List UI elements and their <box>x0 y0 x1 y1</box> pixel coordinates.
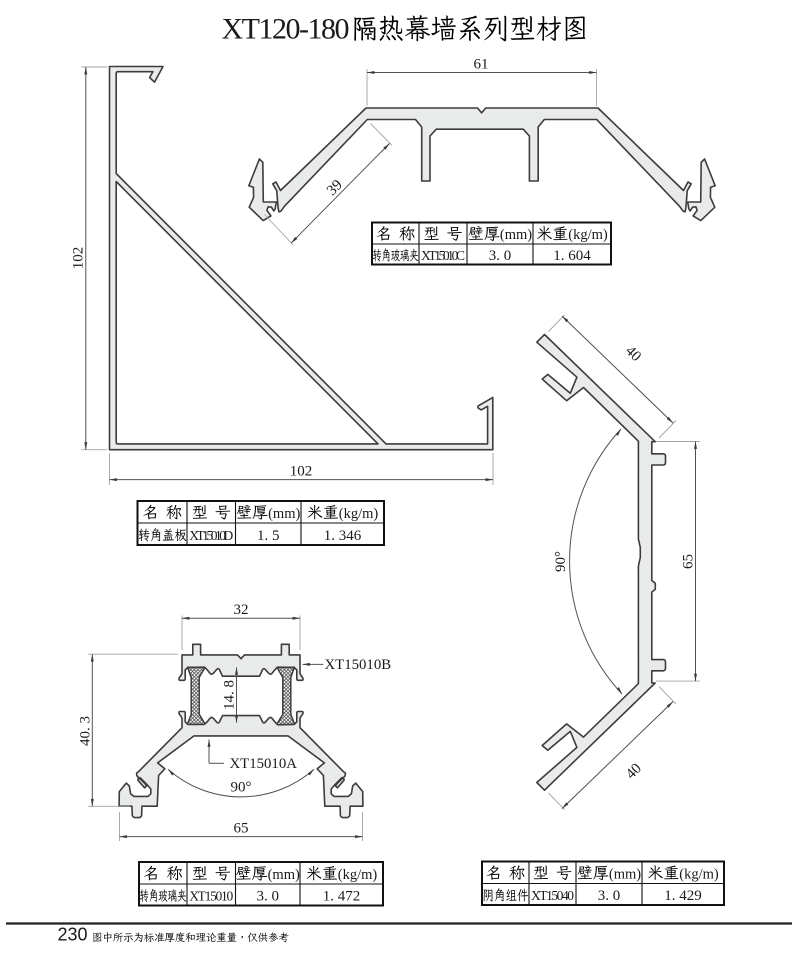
svg-text:(mm): (mm) <box>500 227 532 243</box>
svg-text:XT15010B: XT15010B <box>325 657 392 673</box>
svg-text:XT15010A: XT15010A <box>230 756 298 772</box>
svg-text:1. 346: 1. 346 <box>324 528 362 544</box>
svg-text:XT15010C: XT15010C <box>421 248 465 263</box>
svg-text:65: 65 <box>234 821 249 837</box>
svg-text:(mm): (mm) <box>268 867 300 883</box>
svg-text:3. 0: 3. 0 <box>489 248 512 264</box>
svg-text:XT15010: XT15010 <box>189 889 233 904</box>
svg-text:(kg/m): (kg/m) <box>568 227 608 243</box>
svg-text:3. 0: 3. 0 <box>598 888 621 904</box>
svg-text:90°: 90° <box>231 780 252 796</box>
svg-text:(kg/m): (kg/m) <box>339 506 379 522</box>
svg-text:3. 0: 3. 0 <box>257 889 280 905</box>
svg-text:1. 429: 1. 429 <box>664 888 702 904</box>
svg-text:230: 230 <box>58 925 88 945</box>
svg-text:(mm): (mm) <box>609 866 641 882</box>
svg-text:XT15010D: XT15010D <box>189 528 233 543</box>
svg-text:61: 61 <box>474 57 489 73</box>
svg-text:1. 5: 1. 5 <box>257 528 280 544</box>
svg-text:102: 102 <box>290 464 313 480</box>
svg-text:14. 8: 14. 8 <box>221 680 237 710</box>
svg-text:1. 472: 1. 472 <box>323 889 361 905</box>
svg-text:1. 604: 1. 604 <box>553 248 591 264</box>
svg-text:(kg/m): (kg/m) <box>679 866 719 882</box>
svg-text:32: 32 <box>234 602 249 618</box>
svg-text:(mm): (mm) <box>268 506 300 522</box>
svg-text:102: 102 <box>70 247 86 270</box>
svg-text:XT120-180: XT120-180 <box>222 13 350 46</box>
svg-text:90°: 90° <box>553 551 569 572</box>
svg-text:XT15040: XT15040 <box>531 888 574 903</box>
svg-text:(kg/m): (kg/m) <box>338 867 378 883</box>
svg-text:65: 65 <box>680 554 696 569</box>
svg-text:40. 3: 40. 3 <box>77 716 93 746</box>
